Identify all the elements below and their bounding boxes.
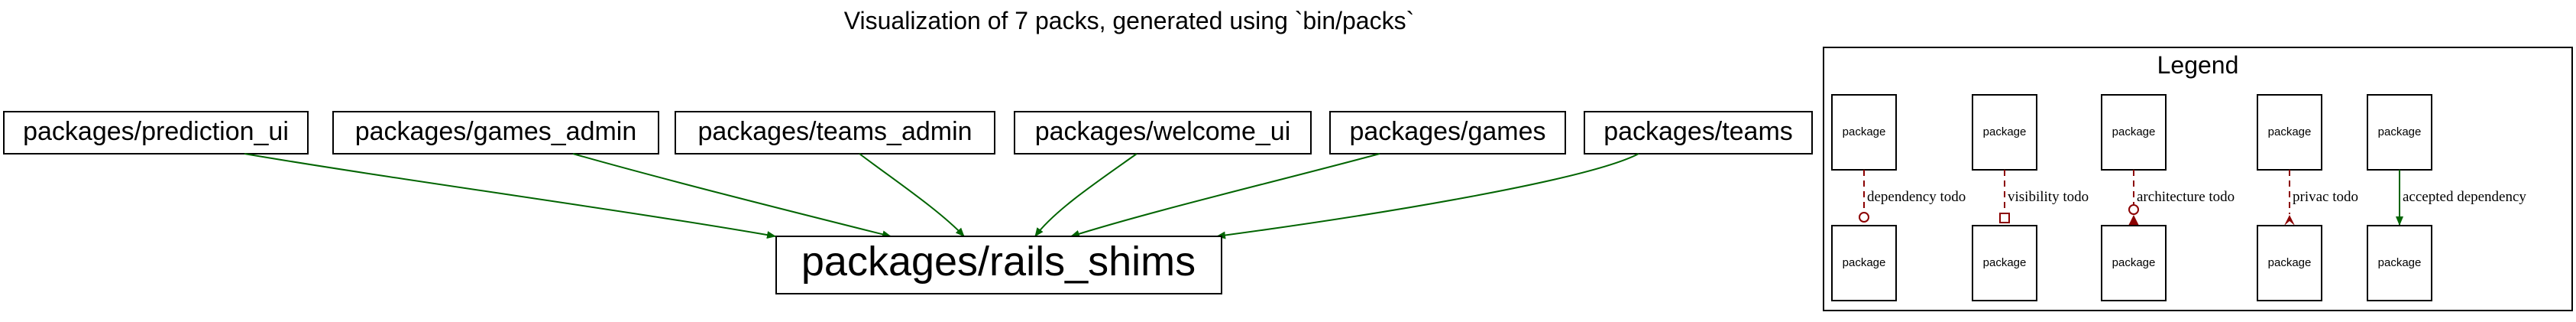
dependency-edge (244, 153, 776, 239)
package-node[interactable]: packages/games (1329, 111, 1566, 154)
dependency-edge (859, 153, 965, 237)
legend-node-label: package (2268, 125, 2312, 138)
legend-node-label: package (1843, 256, 1886, 269)
legend-node-label: package (1843, 125, 1886, 138)
package-label: packages/teams (1604, 117, 1793, 146)
top-packages: packages/prediction_ui packages/games_ad… (3, 111, 1813, 154)
legend-entry-visibility-todo: package visibility todo package (1972, 94, 2089, 301)
legend-entry-dependency-todo: package dependency todo package (1831, 94, 1966, 301)
legend-edge-label: dependency todo (1867, 189, 1966, 205)
legend-edge-label: architecture todo (2137, 189, 2235, 205)
package-node[interactable]: packages/teams (1584, 111, 1813, 154)
package-node[interactable]: packages/teams_admin (675, 111, 995, 154)
dependency-edge (1034, 153, 1138, 237)
legend-entry-architecture-todo: package architecture todo package (2101, 94, 2235, 301)
package-label: packages/games_admin (355, 117, 637, 146)
target-package-label: packages/rails_shims (801, 239, 1196, 285)
legend-node-label: package (2378, 125, 2422, 138)
legend-edge-label: visibility todo (2008, 189, 2089, 205)
legend-node-label: package (2268, 256, 2312, 269)
legend-edge-label: accepted dependency (2403, 189, 2526, 205)
dependency-edges (244, 153, 1639, 239)
legend-entry-privac-todo: package privac todo package (2257, 94, 2358, 301)
dependency-edge (1070, 153, 1380, 238)
legend: Legend package dependency todo package p… (1823, 47, 2573, 311)
legend-edge-label: privac todo (2293, 189, 2358, 205)
target-package-node[interactable]: packages/rails_shims (775, 236, 1222, 294)
legend-node-label: package (2112, 256, 2156, 269)
legend-node-label: package (1983, 256, 2027, 269)
legend-entry-accepted-dependency: package accepted dependency package (2367, 94, 2526, 301)
package-label: packages/teams_admin (697, 117, 972, 146)
dependency-edge (572, 153, 892, 239)
package-node[interactable]: packages/welcome_ui (1014, 111, 1312, 154)
package-label: packages/games (1349, 117, 1545, 146)
legend-node-label: package (1983, 125, 2027, 138)
legend-title: Legend (2157, 51, 2239, 79)
legend-node-label: package (2112, 125, 2156, 138)
package-label: packages/prediction_ui (23, 117, 289, 146)
package-label: packages/welcome_ui (1035, 117, 1291, 146)
diagram-title: Visualization of 7 packs, generated usin… (844, 7, 1415, 34)
package-node[interactable]: packages/prediction_ui (3, 111, 309, 154)
legend-node-label: package (2378, 256, 2422, 269)
dependency-edge (1216, 153, 1639, 239)
package-node[interactable]: packages/games_admin (332, 111, 659, 154)
